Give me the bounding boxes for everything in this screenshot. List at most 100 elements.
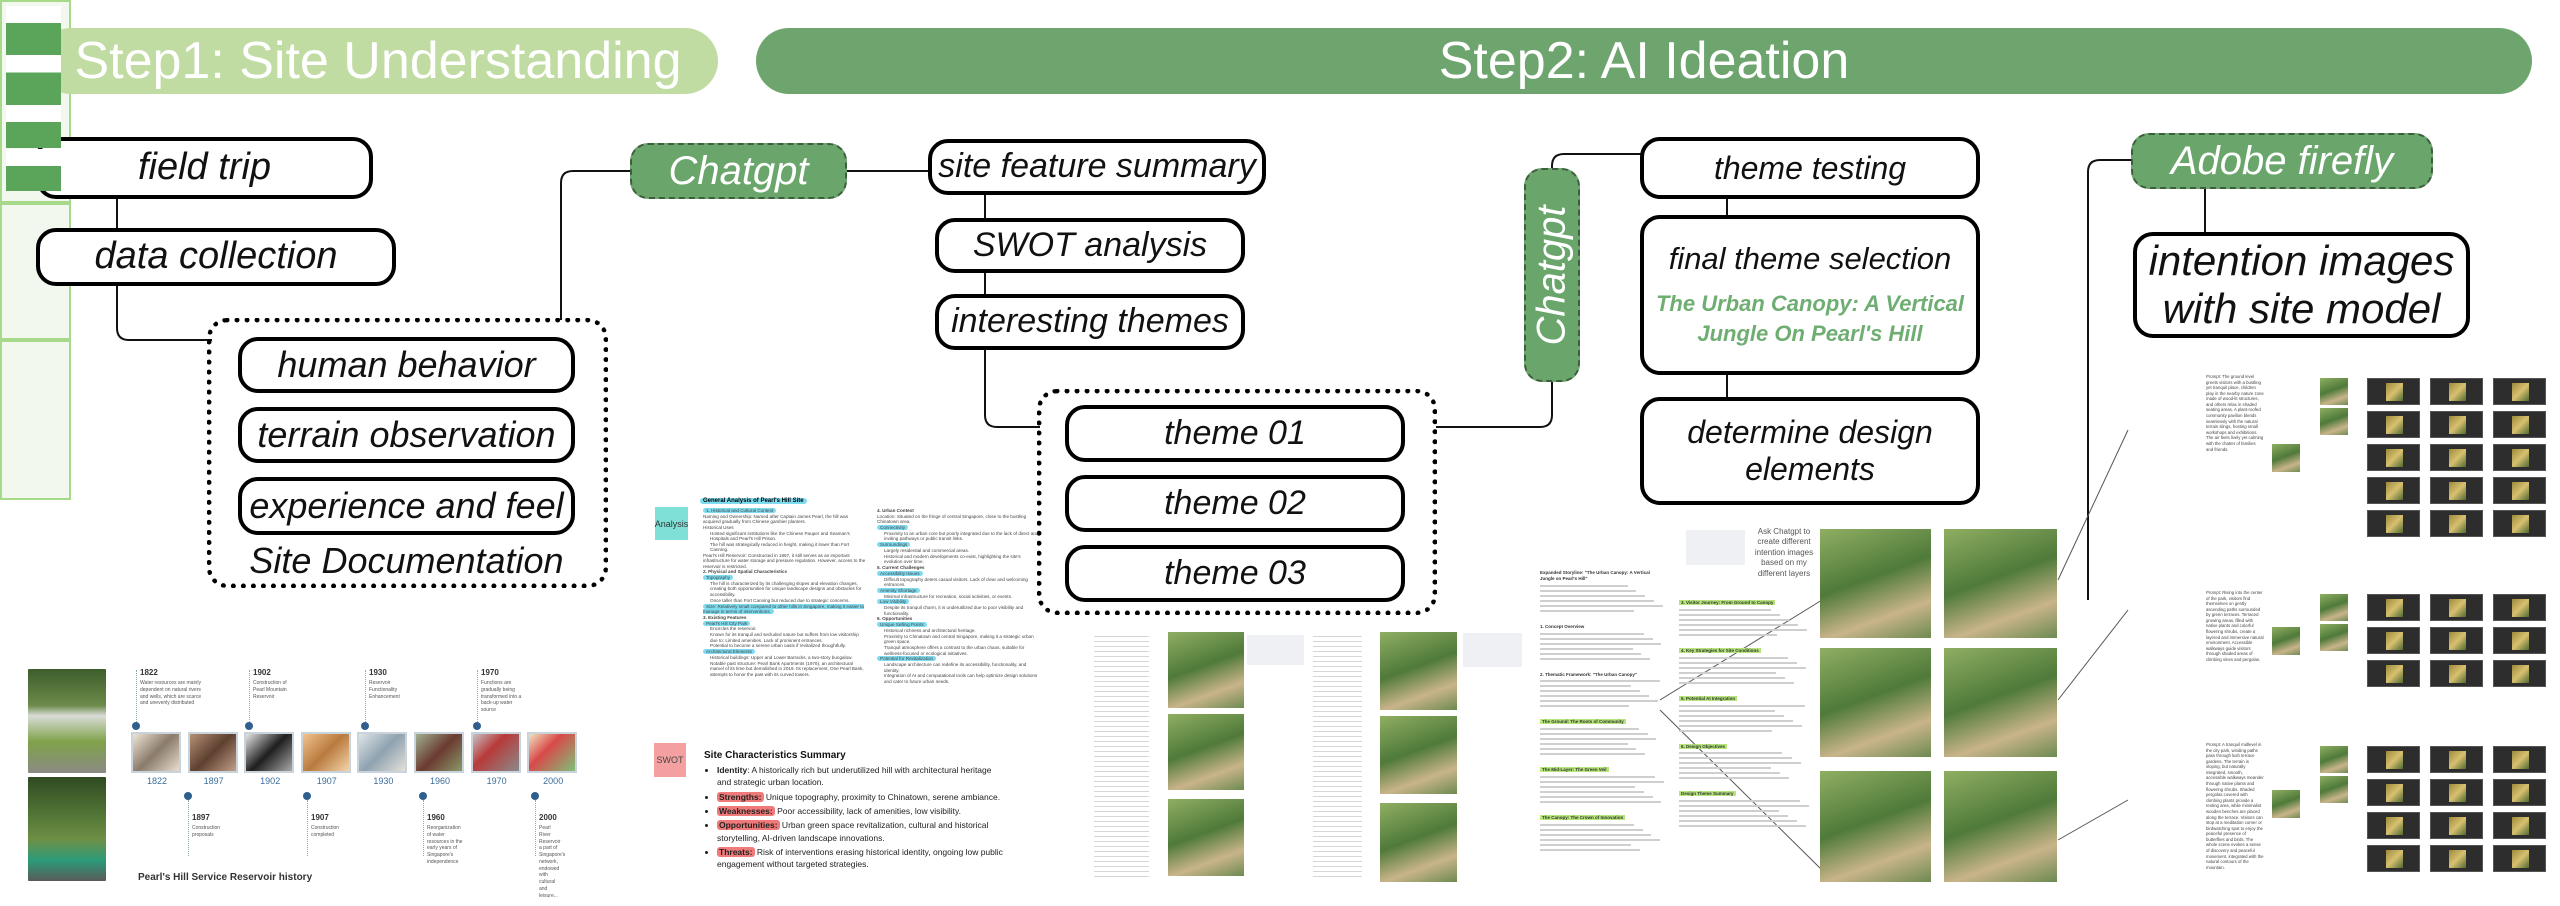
analysis-tag: Architectural Elements — [700, 649, 866, 655]
analysis-text: Largely residential and commercial areas… — [884, 547, 970, 553]
timeline-title: Pearl's Hill Service Reservoir history — [138, 872, 313, 883]
design-doc-text-line — [1540, 838, 1660, 841]
design-doc-text-line — [1540, 637, 1653, 640]
swot-item-key: Weaknesses: — [717, 805, 775, 816]
theme-document-thumbnail — [1313, 632, 1362, 880]
design-doc-text-line — [1679, 724, 1803, 727]
design-doc-heading: 6. Design Objectives — [1679, 743, 1810, 750]
selected-theme-title: The Urban Canopy: A Vertical Jungle On P… — [1655, 291, 1965, 346]
analysis-text: Landscape architecture can redefine its … — [884, 662, 1027, 673]
design-doc-text-line — [1679, 805, 1809, 808]
design-doc-text-line — [1679, 757, 1792, 760]
ai-intention-image — [1944, 648, 2057, 757]
firefly-screenshot — [2430, 627, 2483, 654]
theme-document-thumbnail — [1094, 632, 1149, 878]
swot-item: Weaknesses: Poor accessibility, lack of … — [717, 805, 1007, 817]
timeline-stem — [477, 670, 478, 726]
analysis-text: Hosted significant institutions like the… — [710, 530, 850, 541]
timeline-year-label: 1970 — [486, 776, 507, 786]
experience-feel-box: experience and feel — [238, 477, 575, 535]
design-doc-heading: 3. Visitor Journey: From Ground to Canop… — [1679, 600, 1810, 606]
design-doc-text-line — [1540, 599, 1654, 602]
analysis-sub: Despite its tranquil charm, it is underu… — [874, 605, 1040, 616]
analysis-sub: Encircles the reservoir. — [700, 626, 866, 631]
firefly-screenshot — [2367, 594, 2420, 621]
design-doc-text-line — [1679, 800, 1800, 803]
generated-image-variant — [2320, 594, 2348, 621]
design-doc-text-line — [1679, 618, 1790, 621]
design-doc-text-line — [1540, 728, 1639, 731]
terrain-observation-box: terrain observation — [238, 407, 575, 463]
design-doc-heading-text: 2. Thematic Framework: "The Urban Canopy… — [1540, 671, 1638, 677]
design-doc-text-line — [1540, 828, 1643, 831]
timeline-dot — [303, 792, 311, 800]
firefly-screenshot — [2493, 411, 2546, 438]
theme-testing-box: theme testing — [1640, 137, 1980, 199]
analysis-text: 2. Physical and Spatial Characteristics — [703, 569, 788, 575]
analysis-sub: Notable past structure: Pearl Bank Apart… — [700, 661, 866, 677]
design-doc-heading-text: Design Theme Summary — [1679, 791, 1736, 797]
analysis-text: Architectural Elements — [703, 649, 755, 655]
design-doc-text-line — [1679, 815, 1788, 818]
theme-01-box: theme 01 — [1065, 405, 1405, 462]
analysis-text: Proximity to an urban core but poorly in… — [884, 530, 1039, 541]
adobe-firefly-tool-pill: Adobe firefly — [2131, 133, 2433, 189]
design-doc-text-line — [1540, 695, 1649, 698]
design-doc-text-line — [1679, 825, 1807, 828]
firefly-screenshot — [2430, 477, 2483, 504]
design-doc-text-line — [1540, 652, 1642, 655]
design-doc-text-line — [1540, 843, 1632, 846]
analysis-tag: Pearl's Hill City Park — [700, 620, 866, 626]
firefly-screenshot — [2367, 746, 2420, 773]
analysis-sub: Tranquil atmosphere offers a contrast to… — [874, 645, 1040, 656]
timeline-event-year: 2000 — [539, 813, 557, 822]
firefly-screenshot — [2367, 411, 2420, 438]
firefly-screenshot — [2430, 660, 2483, 687]
design-doc-text-line — [1540, 786, 1635, 789]
design-doc-text-line — [1679, 762, 1801, 765]
swot-list: Identity: A historically rich but underu… — [705, 764, 1007, 873]
analysis-sub: Landscape architecture can redefine its … — [874, 662, 1040, 673]
design-doc-text-line — [1540, 705, 1629, 708]
analysis-document: General Analysis of Pearl's Hill Site 1.… — [700, 498, 1040, 736]
firefly-screenshot — [2493, 378, 2546, 405]
site-documentation-group — [207, 318, 608, 588]
analysis-text: Known for its tranquil and secluded natu… — [710, 632, 859, 643]
analysis-tag: Size: Relatively small compared to other… — [700, 603, 866, 615]
design-doc-text-line — [1679, 820, 1797, 823]
design-doc-text-line — [1540, 733, 1648, 736]
design-doc-text-line — [1679, 608, 1771, 611]
determine-design-elements-box: determine design elements — [1640, 397, 1980, 505]
firefly-screenshot — [2430, 510, 2483, 537]
timeline-dot — [245, 722, 253, 730]
analysis-head: 4. Urban Context — [874, 508, 1040, 513]
connector-datacollection-documentation — [116, 286, 212, 341]
ai-intention-image — [1820, 529, 1931, 638]
swot-item-key: Identity — [717, 765, 748, 775]
analysis-tag: Surroundings — [874, 541, 1040, 547]
analysis-head: 3. Existing Features — [700, 615, 866, 620]
human-behavior-box: human behavior — [238, 337, 575, 393]
design-doc-text-line — [1540, 700, 1658, 703]
theme-03-box: theme 03 — [1065, 545, 1405, 602]
analysis-text: Notable past structure: Pearl Bank Apart… — [710, 661, 864, 677]
site-model-section-image — [6, 6, 61, 50]
timeline-event-text: Functions are gradually being transforme… — [481, 680, 522, 713]
firefly-screenshot — [2493, 660, 2546, 687]
design-doc-text-line — [1540, 690, 1640, 693]
field-trip-box: field trip — [36, 137, 373, 199]
analysis-text: Difficult topography deters casual visit… — [884, 576, 1028, 587]
analysis-text: Potential for Revitalization — [877, 656, 937, 662]
design-doc-text-line — [1540, 657, 1650, 660]
connector-themebox-chatgpt2 — [1436, 382, 1553, 428]
design-doc-text-line — [1540, 781, 1664, 784]
swot-item: Strengths: Unique topography, proximity … — [717, 791, 1007, 803]
design-doc-text-line — [1540, 589, 1637, 592]
firefly-screenshot — [2367, 378, 2420, 405]
site-documentation-label: Site Documentation — [249, 540, 564, 581]
ai-intention-image — [1944, 529, 2057, 638]
timeline-event-year: 1907 — [311, 813, 329, 822]
analysis-text: Naming and Ownership: Named after Captai… — [703, 513, 849, 524]
connector-chatgpt1-left — [560, 170, 630, 320]
design-doc-text-line — [1679, 661, 1797, 664]
